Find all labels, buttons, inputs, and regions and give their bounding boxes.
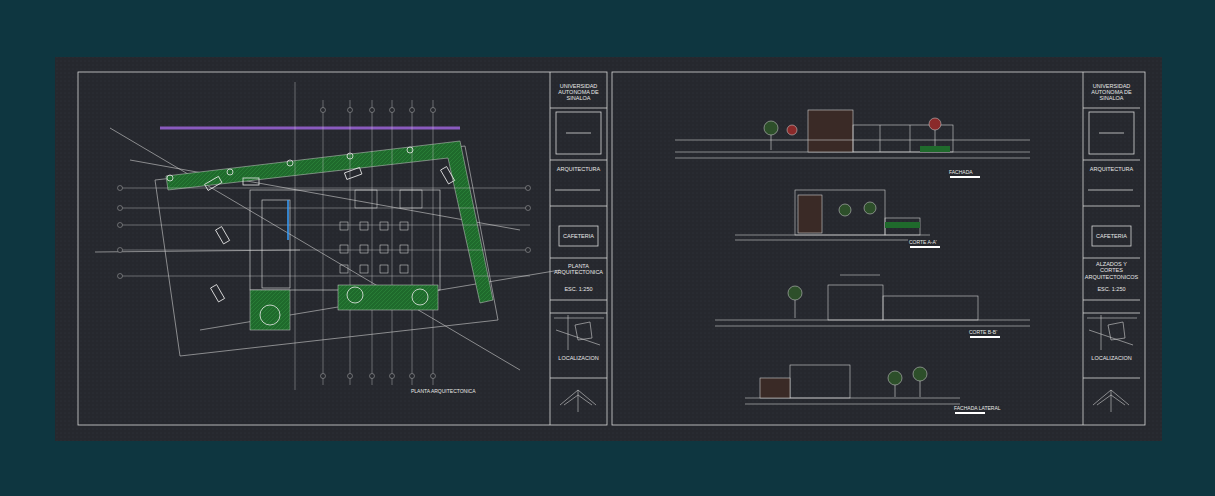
title-text: LOCALIZACION [558,355,598,361]
title-text: UNIVERSIDAD AUTONOMA DE SINALOA [551,83,606,102]
title-block-cell: ARQUITECTURA [1084,164,1139,174]
title-block-cell: CAFETERIA [1093,227,1130,245]
title-block-cell: ESC. 1:250 [551,284,606,294]
title-block-cell: UNIVERSIDAD AUTONOMA DE SINALOA [551,78,606,106]
drawing-label: PLANTA ARQUITECTONICA [410,388,477,394]
title-text: PLANTA ARQUITECTONICA [551,263,606,276]
drawing-label: FACHADA LATERAL [953,405,1002,411]
title-text: LOCALIZACION [1091,355,1131,361]
drawing-label: CORTE B-B' [968,329,998,335]
title-block-cell: UNIVERSIDAD AUTONOMA DE SINALOA [1084,78,1139,106]
title-text: UNIVERSIDAD AUTONOMA DE SINALOA [1084,83,1139,102]
title-block-cell: LOCALIZACION [1084,352,1139,364]
drawing-label: CORTE A-A' [908,239,938,245]
title-text: CAFETERIA [563,233,594,239]
title-text: CAFETERIA [1096,233,1127,239]
title-block-cell: ARQUITECTURA [551,164,606,174]
drawing-label: FACHADA [948,169,974,175]
title-block-cell: CAFETERIA [560,227,597,245]
title-block-cell: LOCALIZACION [551,352,606,364]
title-text: ESC. 1:250 [564,286,592,292]
title-text: ARQUITECTURA [557,166,600,172]
title-block-cell: ALZADOS Y CORTES ARQUITECTONICOS [1084,260,1139,281]
title-text: ALZADOS Y CORTES ARQUITECTONICOS [1084,261,1139,280]
title-block-cell: PLANTA ARQUITECTONICA [551,262,606,277]
title-block-cell: ESC. 1:250 [1084,284,1139,294]
title-text: ESC. 1:250 [1097,286,1125,292]
title-text: ARQUITECTURA [1090,166,1133,172]
